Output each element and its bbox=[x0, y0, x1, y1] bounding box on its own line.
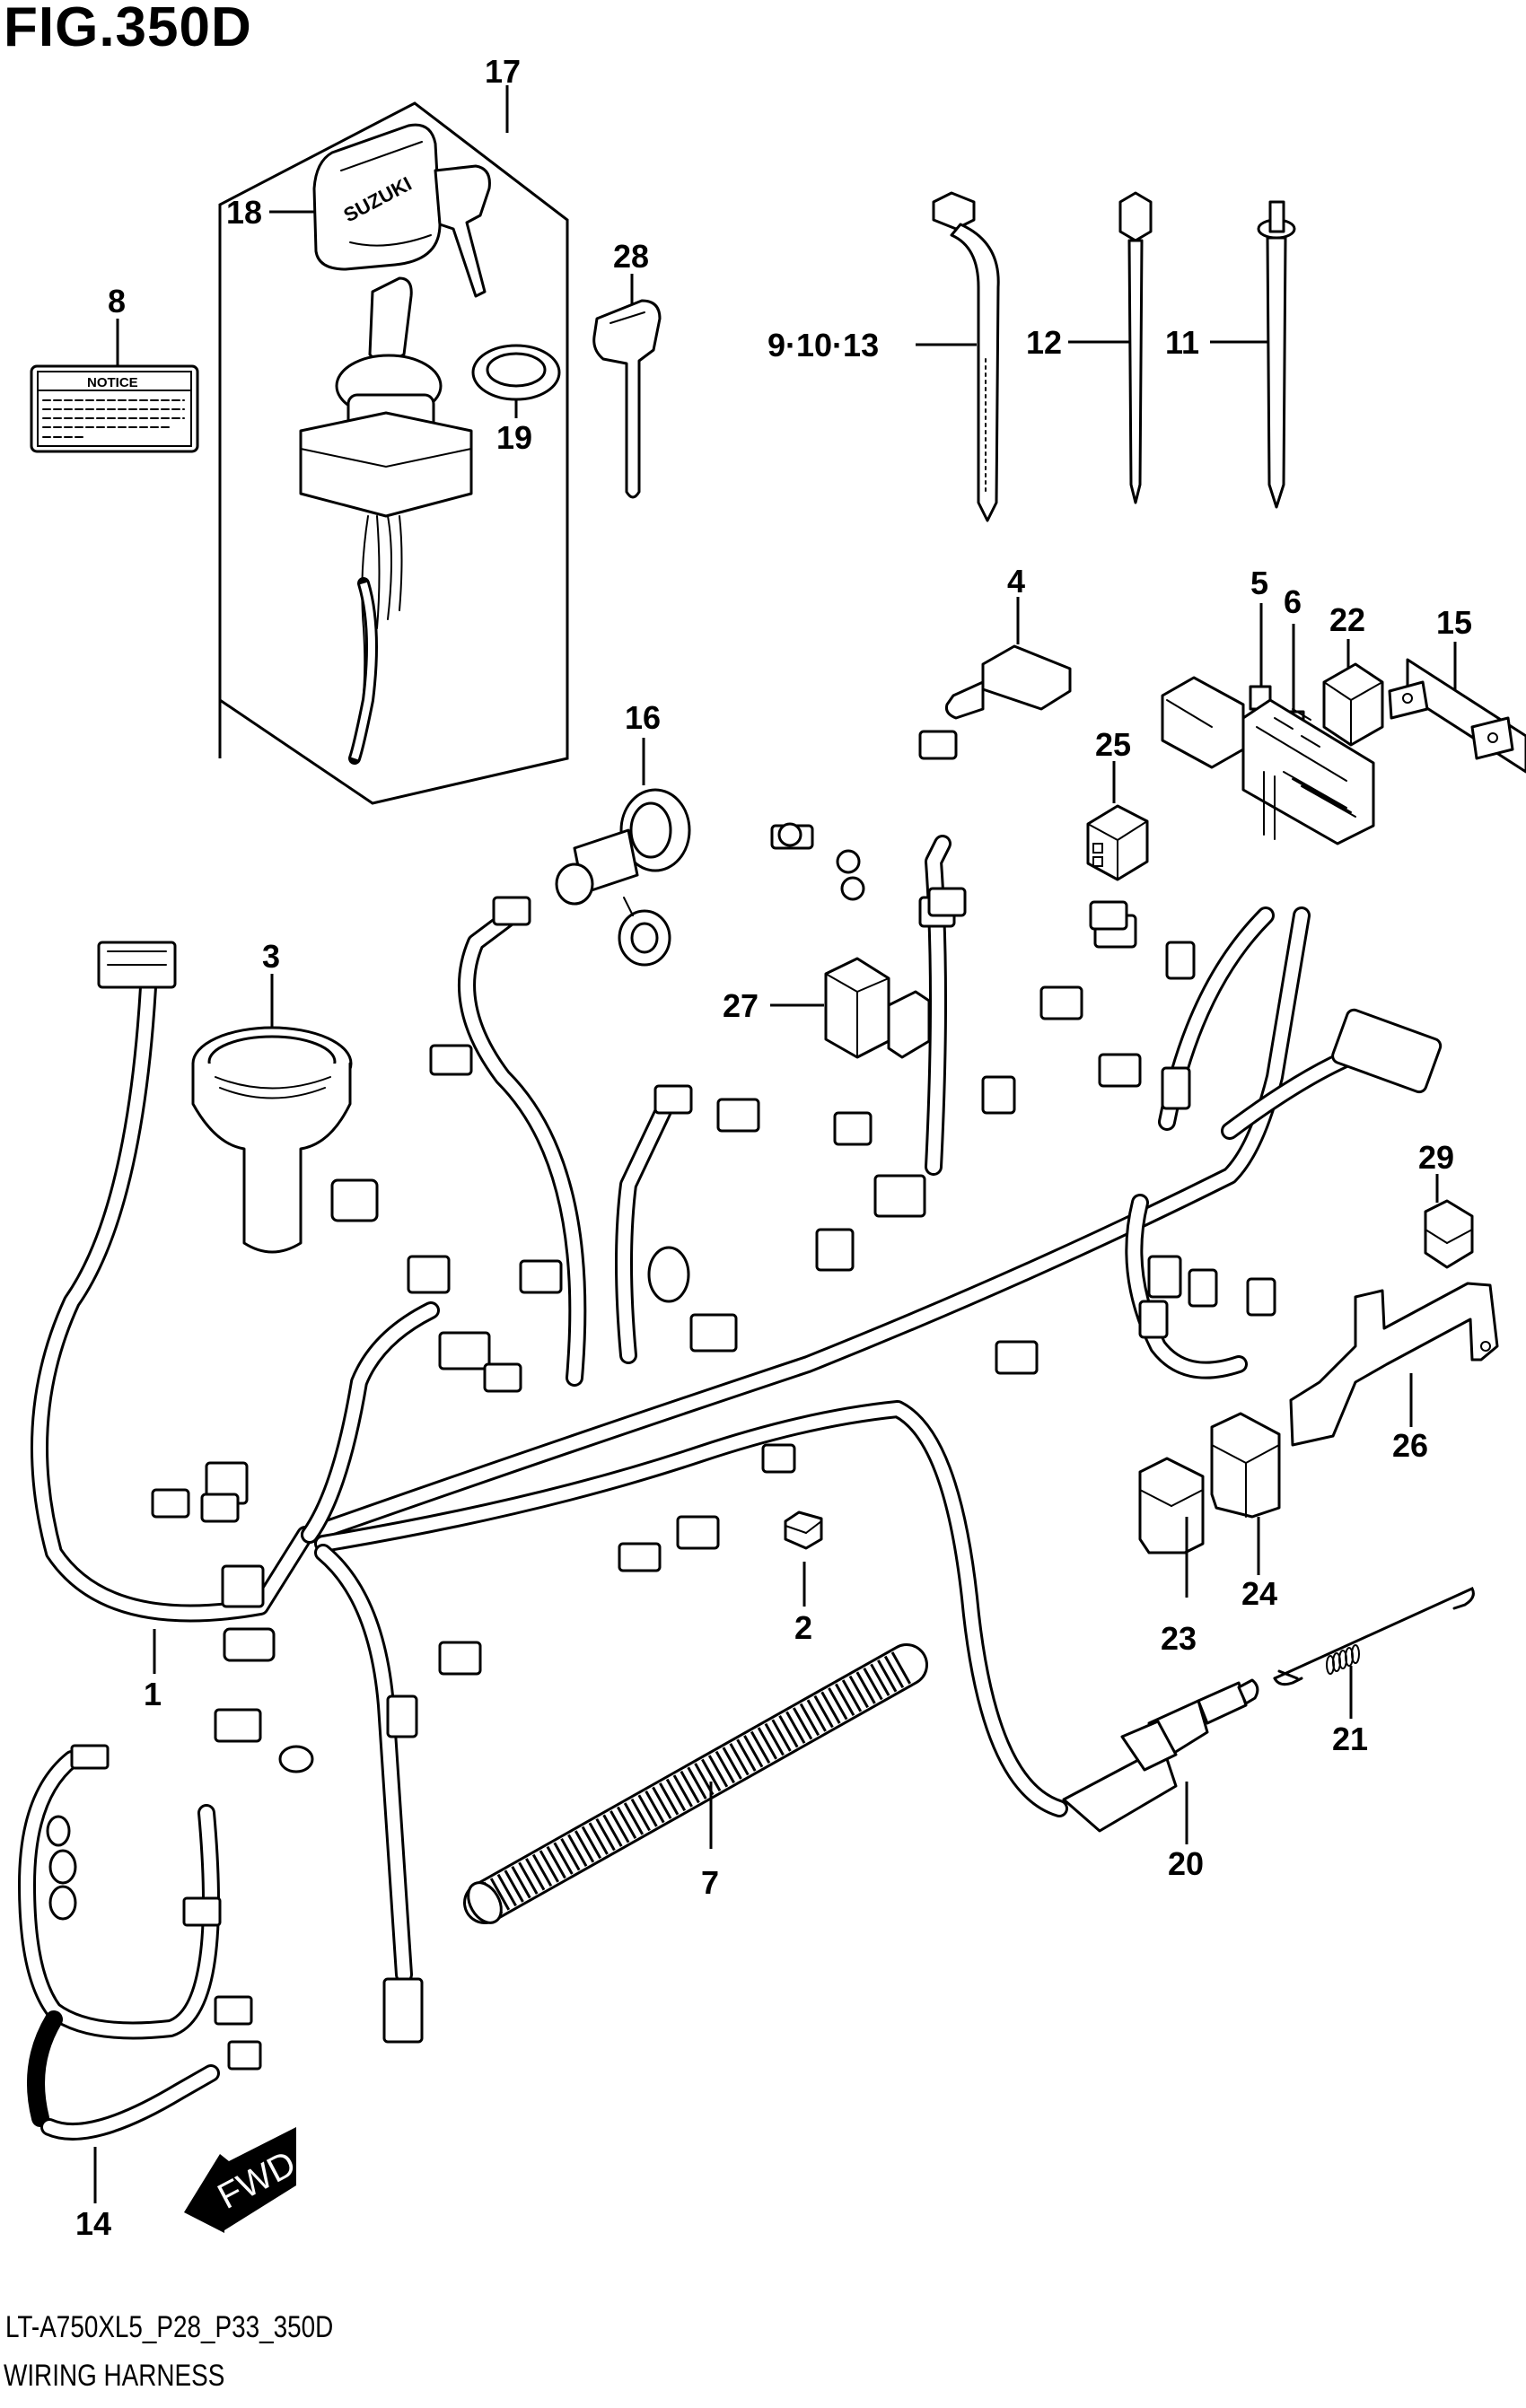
callout-27[interactable]: 27 bbox=[723, 987, 759, 1024]
spring-part[interactable]: 21 bbox=[1273, 1587, 1475, 1757]
callout-17[interactable]: 17 bbox=[485, 53, 521, 90]
main-wiring-harness-part[interactable]: 1 bbox=[31, 730, 1443, 2044]
section-name: WIRING HARNESS bbox=[4, 2359, 225, 2393]
clamp-with-clip-part[interactable]: 11 bbox=[1165, 200, 1296, 509]
callout-4[interactable]: 4 bbox=[1007, 563, 1025, 600]
ignition-switch-body[interactable] bbox=[299, 276, 473, 765]
figure-title: FIG.350D bbox=[4, 0, 252, 58]
ignition-switch-group[interactable]: 17 SUZUKI 18 19 bbox=[218, 53, 569, 805]
callout-19[interactable]: 19 bbox=[496, 419, 532, 456]
callout-23[interactable]: 23 bbox=[1161, 1620, 1197, 1657]
coil-spring-icon bbox=[1326, 1644, 1360, 1675]
connector-25-part[interactable]: 25 bbox=[1086, 726, 1149, 881]
accessory-socket-part[interactable]: 16 bbox=[555, 699, 691, 967]
callout-16[interactable]: 16 bbox=[625, 699, 661, 736]
cable-tie-part[interactable]: 12 bbox=[1026, 191, 1153, 504]
connector-bottom bbox=[382, 1977, 424, 2044]
callout-9-10-13[interactable]: 9·10·13 bbox=[767, 327, 879, 363]
multi-pin-connector bbox=[1331, 1008, 1443, 1094]
corrugated-tube-part[interactable]: 7 bbox=[461, 1643, 928, 1929]
callout-2[interactable]: 2 bbox=[794, 1609, 812, 1646]
sub-harness-part[interactable]: 14 bbox=[18, 1744, 262, 2242]
clamp-band-part[interactable]: 9·10·13 bbox=[767, 191, 1000, 522]
fuse-box[interactable] bbox=[1161, 676, 1375, 845]
boot-part[interactable]: 3 bbox=[191, 938, 353, 1254]
connector-24-part[interactable]: 24 bbox=[1210, 1412, 1281, 1612]
lock-nut-part[interactable]: 19 bbox=[471, 344, 561, 456]
blank-key-part[interactable]: 28 bbox=[592, 238, 662, 499]
callout-14[interactable]: 14 bbox=[75, 2205, 111, 2242]
callout-12[interactable]: 12 bbox=[1026, 324, 1062, 361]
fuse-5-part[interactable]: 5 bbox=[1249, 565, 1272, 723]
arrow-left-down-icon bbox=[184, 2127, 296, 2233]
connector-23-part[interactable]: 23 bbox=[1138, 1457, 1205, 1657]
callout-22[interactable]: 22 bbox=[1329, 601, 1365, 638]
callout-11[interactable]: 11 bbox=[1165, 324, 1199, 361]
fwd-direction-indicator: FWD bbox=[184, 2127, 303, 2233]
harness-connectors bbox=[151, 730, 1276, 1773]
callout-3[interactable]: 3 bbox=[262, 938, 280, 975]
bracket-26-part[interactable]: 26 bbox=[1289, 1282, 1499, 1464]
callout-26[interactable]: 26 bbox=[1392, 1427, 1428, 1464]
notice-label-part[interactable]: 8 NOTICE bbox=[30, 283, 199, 453]
callout-24[interactable]: 24 bbox=[1241, 1575, 1277, 1612]
callout-8[interactable]: 8 bbox=[108, 283, 126, 320]
cap-part[interactable]: 4 bbox=[945, 563, 1072, 720]
connector-29-part[interactable]: 29 bbox=[1418, 1139, 1474, 1269]
relay-22-part[interactable]: 22 bbox=[1322, 601, 1384, 747]
relay-27-part[interactable]: 27 bbox=[723, 957, 931, 1059]
callout-18[interactable]: 18 bbox=[226, 194, 262, 231]
connector-cap-part[interactable]: 2 bbox=[784, 1510, 823, 1646]
callout-29[interactable]: 29 bbox=[1418, 1139, 1454, 1176]
callout-20[interactable]: 20 bbox=[1168, 1845, 1204, 1882]
callout-7[interactable]: 7 bbox=[701, 1864, 719, 1901]
callout-21[interactable]: 21 bbox=[1332, 1721, 1368, 1757]
callout-5[interactable]: 5 bbox=[1250, 565, 1268, 601]
callout-6[interactable]: 6 bbox=[1284, 583, 1302, 620]
notice-title: NOTICE bbox=[87, 375, 138, 390]
callout-28[interactable]: 28 bbox=[613, 238, 649, 275]
key-fob-part[interactable]: SUZUKI 18 bbox=[226, 123, 491, 298]
model-code: LT-A750XL5_P28_P33_350D bbox=[5, 2310, 334, 2344]
callout-1[interactable]: 1 bbox=[144, 1676, 162, 1712]
sensor-part[interactable]: 20 bbox=[1062, 1678, 1259, 1882]
callout-25[interactable]: 25 bbox=[1095, 726, 1131, 763]
callout-15[interactable]: 15 bbox=[1436, 604, 1472, 641]
fuse-box-bracket-part[interactable]: 15 bbox=[1388, 604, 1526, 774]
assembly-bracket-outline bbox=[218, 101, 569, 805]
